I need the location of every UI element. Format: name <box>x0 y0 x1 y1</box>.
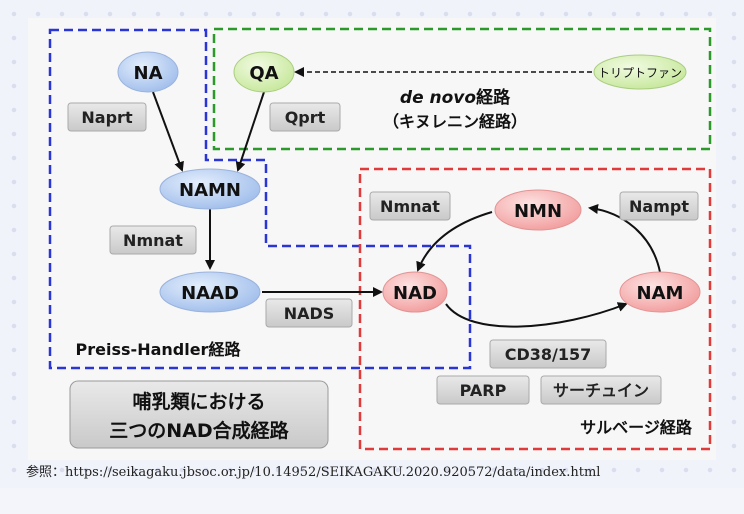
enzyme-qprt-label: Qprt <box>285 108 326 127</box>
title-line1: 哺乳類における <box>132 390 265 413</box>
node-qa: QA <box>233 51 295 93</box>
enzyme-parp-label: PARP <box>460 381 507 400</box>
arrow-nam-to-nmn <box>588 204 661 273</box>
enzyme-nmnat-left-label: Nmnat <box>123 231 183 250</box>
enzyme-nads: NADS <box>265 298 353 328</box>
node-nad-label: NAD <box>393 283 437 304</box>
enzyme-cd38-label: CD38/157 <box>505 345 592 364</box>
node-namn-label: NAMN <box>179 180 241 201</box>
enzyme-nampt-label: Nampt <box>629 197 689 216</box>
enzyme-nads-label: NADS <box>284 304 335 323</box>
bottom-strip <box>0 488 744 514</box>
arrow-qa-to-namn <box>235 91 265 172</box>
enzyme-sirtuin: サーチュイン <box>540 375 662 405</box>
node-tryptophan-label: トリプトファン <box>598 66 682 80</box>
enzyme-cd38: CD38/157 <box>489 339 607 369</box>
salvage-boundary <box>358 167 712 451</box>
node-na-label: NA <box>134 63 163 84</box>
arrow-na-to-namn <box>152 91 184 172</box>
enzyme-naprt-label: Naprt <box>81 108 133 127</box>
reference-citation: 参照：https://seikagaku.jbsoc.or.jp/10.1495… <box>26 465 601 480</box>
node-nam-label: NAM <box>637 283 684 304</box>
title-box: 哺乳類における 三つのNAD合成経路 <box>69 380 329 449</box>
node-qa-label: QA <box>249 63 278 84</box>
pathway-preiss-handler: Preiss-Handler経路 <box>76 340 242 359</box>
title-line2: 三つのNAD合成経路 <box>109 419 289 442</box>
pathway-denovo-line1: de novo経路 <box>400 87 511 108</box>
enzyme-naprt: Naprt <box>67 102 147 132</box>
enzyme-nmnat-right: Nmnat <box>369 191 451 221</box>
enzyme-nmnat-left: Nmnat <box>109 225 197 255</box>
pathway-salvage: サルベージ経路 <box>580 418 693 437</box>
enzyme-parp: PARP <box>436 375 530 405</box>
enzyme-nampt: Nampt <box>619 191 699 221</box>
node-nam: NAM <box>619 271 701 313</box>
node-na: NA <box>117 51 179 93</box>
node-naad-label: NAAD <box>181 283 239 304</box>
node-namn: NAMN <box>159 168 261 210</box>
enzyme-qprt: Qprt <box>269 102 341 132</box>
preiss-handler-boundary <box>48 28 472 370</box>
pathway-denovo-line2: （キヌレニン経路） <box>383 112 527 131</box>
node-tryptophan: トリプトファン <box>593 54 687 90</box>
enzyme-sirtuin-label: サーチュイン <box>553 381 649 400</box>
node-nmn-label: NMN <box>514 201 562 222</box>
enzyme-nmnat-right-label: Nmnat <box>380 197 440 216</box>
arrow-nad-to-nam <box>445 302 628 328</box>
arrow-nmn-to-nad <box>416 211 493 272</box>
node-nmn: NMN <box>494 189 582 231</box>
node-naad: NAAD <box>159 271 261 313</box>
node-nad: NAD <box>382 271 448 313</box>
